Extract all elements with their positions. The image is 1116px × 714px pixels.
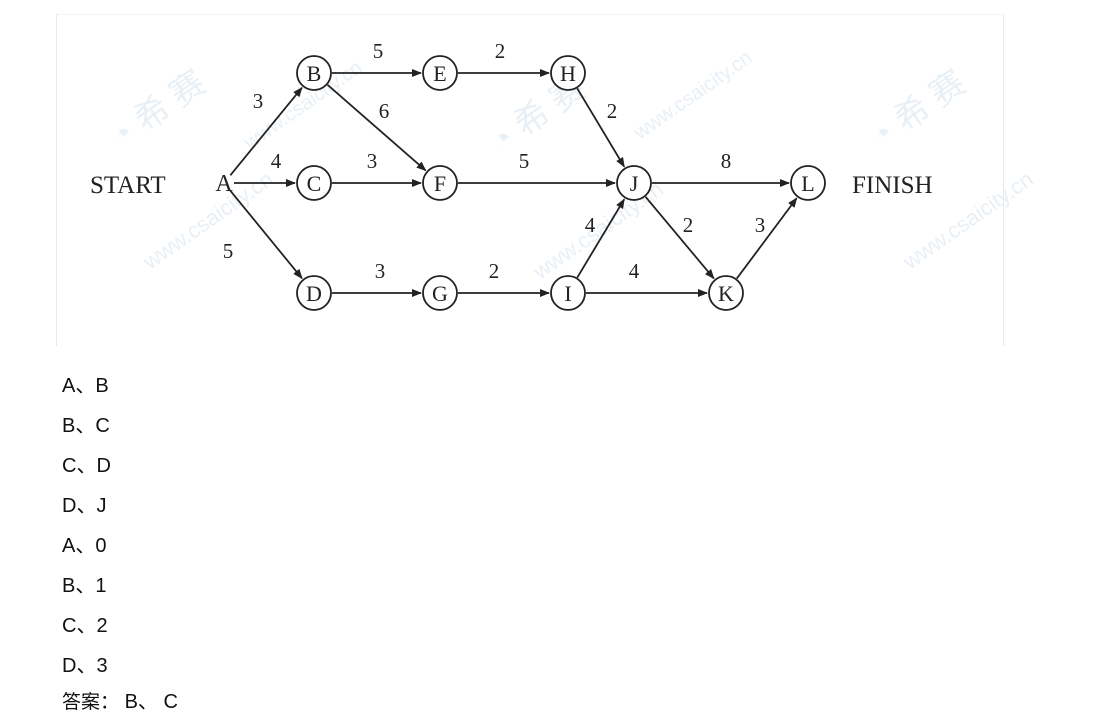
answer-value: B、 C [124, 691, 178, 713]
edge-weight-A-B: 3 [253, 89, 264, 113]
node-label-H: H [560, 61, 576, 86]
node-E: E [422, 55, 458, 91]
q2-option-a: A、0 [62, 535, 107, 557]
node-circle-H [550, 55, 586, 91]
node-label-J: J [630, 171, 639, 196]
edge-weight-J-K: 2 [683, 213, 694, 237]
node-circle-J [616, 165, 652, 201]
node-label-B: B [307, 61, 322, 86]
q2-option-d: D、3 [62, 655, 108, 677]
node-circle-L [790, 165, 826, 201]
node-circle-D [296, 275, 332, 311]
node-label-K: K [718, 281, 734, 306]
node-circle-C [296, 165, 332, 201]
q1-option-c: C、D [62, 455, 111, 477]
edge-H-J [576, 87, 625, 168]
node-circle-F [422, 165, 458, 201]
node-label-D: D [306, 281, 322, 306]
answer-line: 答案： B、 C [62, 690, 178, 714]
node-circle-E [422, 55, 458, 91]
node-D: D [296, 275, 332, 311]
edge-weight-K-L: 3 [755, 213, 766, 237]
edge-weight-A-D: 5 [223, 239, 234, 263]
node-label-G: G [432, 281, 448, 306]
q1-option-d: D、J [62, 495, 107, 517]
node-B: B [296, 55, 332, 91]
edge-B-F [326, 84, 427, 172]
svg-text:◔ 希 赛: ◔ 希 赛 [103, 64, 213, 157]
edge-A-D [229, 190, 303, 280]
svg-text:www.csaicity.cn: www.csaicity.cn [629, 47, 756, 145]
svg-text:◔ 希 赛: ◔ 希 赛 [863, 64, 973, 157]
node-G: G [422, 275, 458, 311]
start-label: START [90, 172, 166, 199]
edge-K-L [736, 197, 798, 280]
edge-A-B [229, 86, 303, 176]
node-I: I [550, 275, 586, 311]
edge-weight-D-G: 3 [375, 259, 386, 283]
network-diagram: ◔ 希 赛 ◔ 希 赛 ◔ 希 赛 www.csaicity.cn www.cs… [90, 39, 1038, 311]
node-circle-K [708, 275, 744, 311]
node-H: H [550, 55, 586, 91]
node-C: C [296, 165, 332, 201]
edge-weight-I-J: 4 [585, 213, 596, 237]
edge-weight-I-K: 4 [629, 259, 640, 283]
edge-weight-H-J: 2 [607, 99, 618, 123]
edge-weight-C-F: 3 [367, 149, 378, 173]
node-circle-I [550, 275, 586, 311]
finish-label: FINISH [852, 172, 933, 199]
q1-option-b: B、C [62, 415, 110, 437]
q2-option-c: C、2 [62, 615, 108, 637]
edge-weight-J-L: 8 [721, 149, 732, 173]
q2-option-b: B、1 [62, 575, 107, 597]
edge-weight-F-J: 5 [519, 149, 530, 173]
node-J: J [616, 165, 652, 201]
node-label-A: A [215, 171, 233, 197]
edge-weight-B-F: 6 [379, 99, 390, 123]
node-label-I: I [564, 281, 571, 306]
node-label-C: C [307, 171, 322, 196]
node-label-F: F [434, 171, 446, 196]
edge-J-K [644, 196, 715, 280]
edge-weight-G-I: 2 [489, 259, 500, 283]
node-label-E: E [433, 61, 446, 86]
node-A: A [215, 171, 233, 197]
node-circle-B [296, 55, 332, 91]
node-circle-G [422, 275, 458, 311]
answer-label: 答案： [62, 691, 120, 713]
node-F: F [422, 165, 458, 201]
edge-weight-E-H: 2 [495, 39, 506, 63]
edge-I-J [576, 198, 625, 279]
node-L: L [790, 165, 826, 201]
node-K: K [708, 275, 744, 311]
edge-weight-B-E: 5 [373, 39, 384, 63]
edge-weight-A-C: 4 [271, 149, 282, 173]
node-label-L: L [801, 171, 814, 196]
diagram-panel [56, 14, 1004, 346]
q1-option-a: A、B [62, 375, 109, 397]
